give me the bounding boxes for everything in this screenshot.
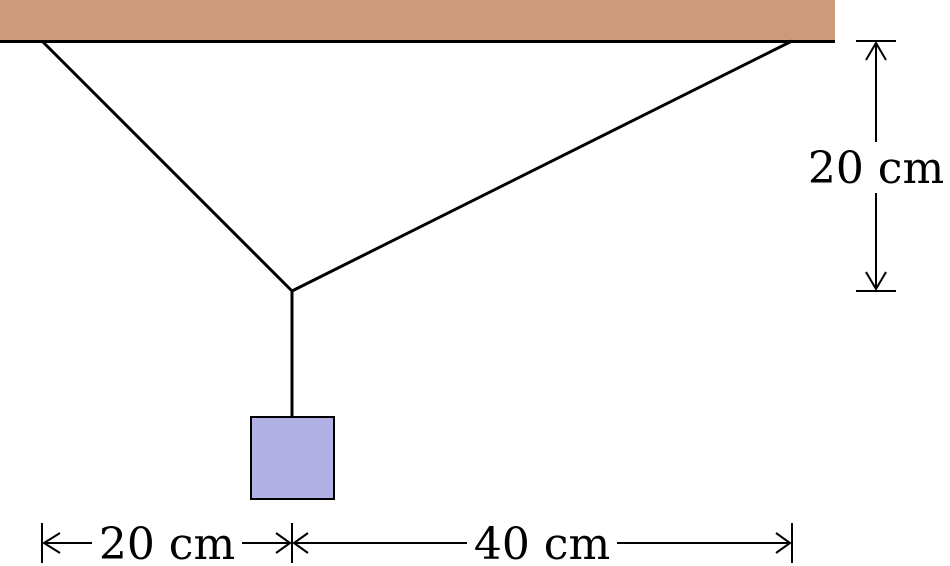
vertical-dimension-up-arrow (865, 41, 887, 61)
horizontal-dimensions: 20 cm 40 cm (41, 519, 793, 566)
left-string (40, 39, 294, 293)
right-dimension-label: 40 cm (474, 519, 610, 566)
right-dimension-right-arrow (775, 532, 792, 554)
left-dimension-left-arrow (42, 532, 61, 554)
right-dimension-left-arrow (292, 532, 309, 554)
right-string (291, 39, 793, 293)
ceiling (0, 0, 835, 41)
vertical-dimension-down-arrow (865, 271, 887, 291)
left-dimension-label: 20 cm (99, 519, 235, 566)
vertical-dimension-label: 20 cm (808, 143, 944, 194)
hanging-block (250, 416, 335, 500)
left-dimension-right-arrow (275, 532, 292, 554)
vertical-dimension: 20 cm (808, 40, 944, 292)
